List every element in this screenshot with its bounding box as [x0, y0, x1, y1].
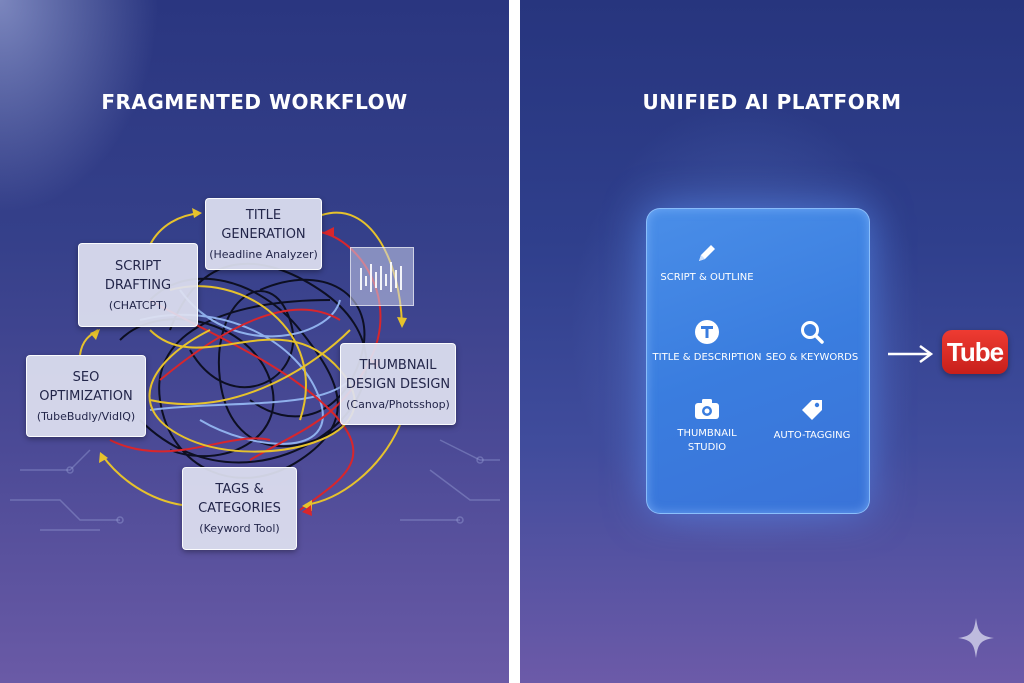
youtube-logo: Tube [942, 330, 1008, 374]
circuit-traces [10, 439, 500, 531]
feature-script-label: SCRIPT & OUTLINE [660, 272, 754, 283]
title-generation-box: TITLE GENERATION (Headline Analyzer) [205, 198, 322, 270]
title-generation-line2: GENERATION [221, 226, 306, 242]
feature-seo-label: SEO & KEYWORDS [765, 352, 859, 363]
pencil-icon [699, 245, 715, 261]
text-t-icon [695, 320, 719, 344]
feature-seo-keywords: SEO & KEYWORDS [757, 319, 867, 365]
seo-optimization-box: SEO OPTIMIZATION (TubeBudly/VidIQ) [26, 355, 146, 437]
unified-platform-card: SCRIPT & OUTLINE TITLE & DESCRIPTION SEO… [646, 208, 870, 514]
tags-categories-line1: TAGS & [215, 482, 264, 497]
title-generation-line1: TITLE [245, 207, 282, 223]
tags-categories-box: TAGS & CATEGORIES (Keyword Tool) [182, 467, 297, 550]
seo-optimization-tool: (TubeBudly/VidIQ) [36, 409, 136, 423]
feature-thumbnail-label2: STUDIO [687, 442, 727, 453]
thumbnail-design-box: THUMBNAIL DESIGN DESIGN (Canva/Photsshop… [340, 343, 456, 425]
unified-platform-panel: UNIFIED AI PLATFORM SCRIPT & OUTLINE TIT… [520, 0, 1024, 683]
waveform-graphic [360, 262, 402, 292]
feature-auto-tagging: AUTO-TAGGING [757, 397, 867, 443]
thumbnail-design-line2: DESIGN DESIGN [345, 376, 451, 392]
unified-platform-title: UNIFIED AI PLATFORM [642, 90, 902, 114]
thumbnail-design-line1: THUMBNAIL [359, 357, 437, 373]
seo-optimization-line1: SEO [72, 369, 100, 385]
script-drafting-line2: DRAFTING [104, 277, 172, 293]
feature-title-label: TITLE & DESCRIPTION [652, 352, 762, 363]
feature-thumbnail-studio: THUMBNAIL STUDIO [657, 397, 757, 455]
script-drafting-tool: (CHATCPT) [108, 298, 168, 312]
thumbnail-design-tool: (Canva/Photsshop) [346, 397, 450, 411]
feature-script-outline: SCRIPT & OUTLINE [657, 241, 757, 285]
fragmented-workflow-title: FRAGMENTED WORKFLOW [101, 90, 408, 114]
tangled-connections [10, 208, 500, 531]
seo-optimization-line2: OPTIMIZATION [39, 388, 133, 404]
magnifier-icon [801, 321, 824, 344]
camera-icon [695, 399, 719, 419]
title-generation-tool: (Headline Analyzer) [209, 247, 318, 261]
feature-title-description: TITLE & DESCRIPTION [647, 319, 767, 365]
script-drafting-line1: SCRIPT [115, 258, 161, 274]
tags-categories-tool: (Keyword Tool) [199, 522, 280, 535]
feature-tag-label: AUTO-TAGGING [773, 430, 851, 441]
waveform-image-icon [350, 247, 414, 306]
sparkle-icon [958, 618, 994, 658]
feature-thumbnail-label1: THUMBNAIL [677, 428, 737, 439]
arrow-right-icon [888, 344, 934, 364]
tags-categories-line2: CATEGORIES [198, 501, 281, 516]
tag-icon [802, 400, 822, 420]
script-drafting-box: SCRIPT DRAFTING (CHATCPT) [78, 243, 198, 327]
fragmented-workflow-panel: FRAGMENTED WORKFLOW [0, 0, 509, 683]
